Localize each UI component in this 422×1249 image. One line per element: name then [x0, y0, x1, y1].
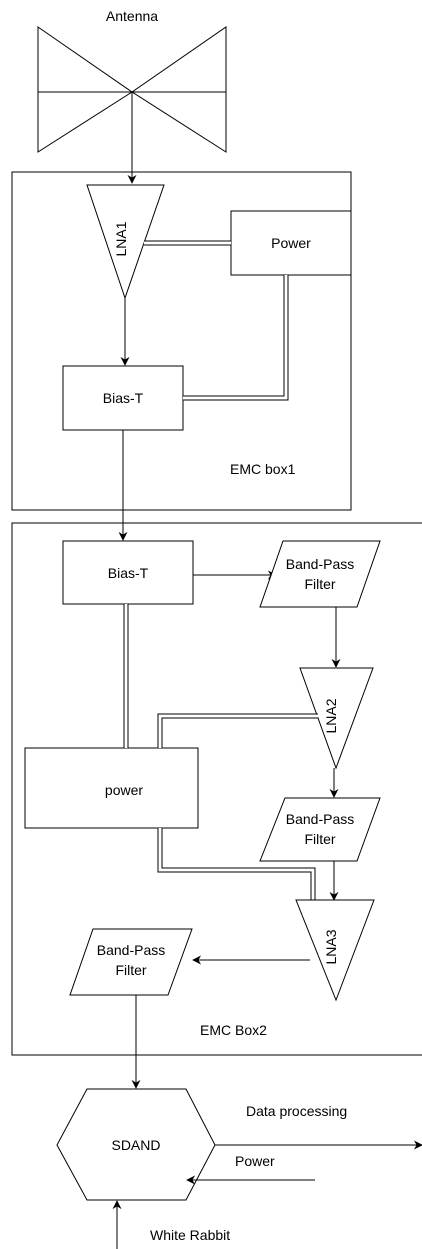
bias-t-box2 [62, 540, 194, 605]
bias-t-box1-label: Bias-T [103, 390, 144, 406]
white-rabbit-label: White Rabbit [150, 1227, 230, 1243]
lna3-amplifier [295, 899, 375, 1002]
lna3-label: LNA3 [323, 929, 339, 964]
filter3-label-line2: Filter [115, 962, 146, 978]
power-box2 [24, 747, 199, 829]
emc-box1 [11, 171, 352, 511]
emc-box2 [11, 522, 422, 1056]
filter1-label-line2: Filter [304, 576, 335, 592]
bias-t-box2-label: Bias-T [108, 565, 149, 581]
filter2-label-line1: Band-Pass [286, 811, 354, 827]
emc-box2-label: EMC Box2 [200, 1022, 267, 1038]
emc-box1-label: EMC box1 [230, 461, 296, 477]
sdand-label: SDAND [111, 1137, 160, 1153]
filter3-label-line1: Band-Pass [97, 942, 165, 958]
power-input-label: Power [235, 1153, 275, 1169]
filter2-label-line2: Filter [304, 831, 335, 847]
band-pass-filter-3 [69, 928, 193, 996]
band-pass-filter-1 [259, 540, 381, 608]
sdand-hexagon [56, 1088, 216, 1201]
band-pass-filter-2 [259, 797, 381, 862]
bias-t-box1 [62, 365, 184, 431]
antenna-label: Antenna [106, 8, 158, 24]
lna2-label: LNA2 [323, 698, 339, 733]
power-box1-label: Power [271, 235, 311, 251]
power-box2-label: power [105, 782, 143, 798]
data-processing-label: Data processing [246, 1103, 347, 1119]
power-link-lna2 [157, 713, 318, 748]
power-link-lna3 [157, 828, 316, 900]
power-link-biast1 [183, 275, 289, 401]
filter1-label-line1: Band-Pass [286, 556, 354, 572]
lna1-label: LNA1 [113, 221, 129, 256]
